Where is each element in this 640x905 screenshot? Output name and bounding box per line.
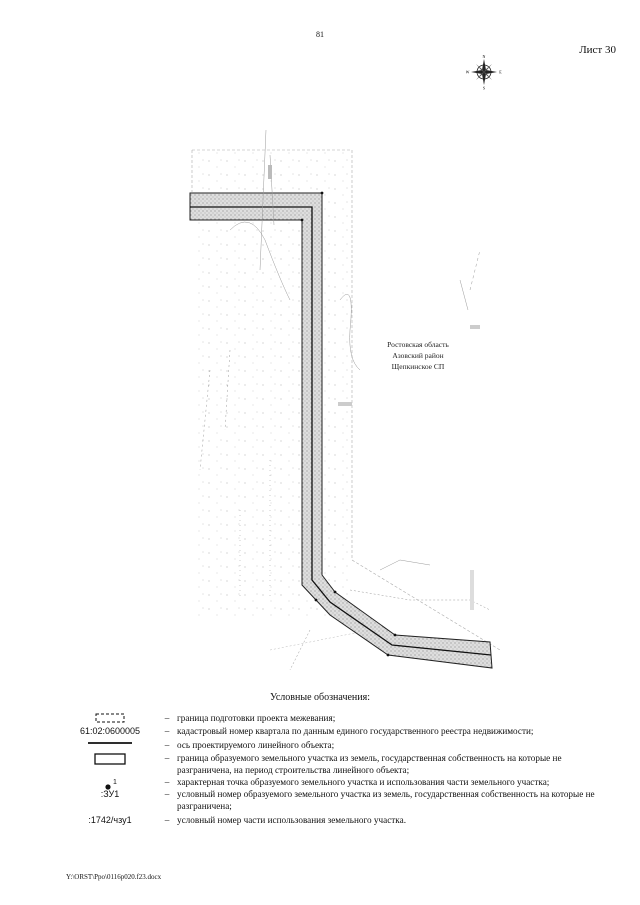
legend-title: Условные обозначения:	[269, 692, 370, 703]
compass-north-label: N	[483, 54, 486, 59]
legend-symbol-point: 1	[60, 777, 160, 792]
legend-description: характерная точка образуемого земельного…	[177, 777, 550, 787]
compass-east-label: E	[499, 70, 502, 75]
compass-west-label: W	[466, 70, 470, 75]
legend-description: граница образуемого земельного участка и…	[177, 753, 562, 775]
footer-file-path: Y:\ORST\Ppo\0116p020.f23.docx	[66, 873, 162, 881]
project-boundary	[191, 149, 501, 651]
cadastral-map: Ростовская область Азовский район Щепкин…	[189, 130, 501, 671]
background-labels	[268, 165, 480, 610]
linear-object-axis	[190, 206, 492, 656]
legend-symbol-cadastral-number: 61:02:0600005	[79, 726, 141, 736]
legend-symbol-part-number: :1742/чзу1	[88, 815, 132, 825]
page-number: 81	[316, 30, 324, 39]
legend-description: кадастровый номер квартала по данным еди…	[177, 726, 534, 736]
legend-description: граница подготовки проекта межевания;	[177, 713, 336, 723]
legend-description: условный номер образуемого земельного уч…	[177, 789, 595, 811]
compass-rose-icon: N S W E	[466, 54, 502, 90]
region-label-line-2: Азовский район	[392, 351, 443, 360]
region-label-line-3: Щепкинское СП	[392, 362, 445, 371]
legend-symbol-thick-line	[60, 740, 160, 754]
characteristic-points	[300, 191, 397, 657]
legend-symbol-solid-rect	[60, 753, 160, 769]
background-features	[199, 130, 491, 671]
legend-description: ось проектируемого линейного объекта;	[177, 740, 335, 750]
land-plot-corridor	[189, 192, 493, 669]
compass-south-label: S	[483, 86, 485, 91]
legend-symbol-plot-number: :ЗУ1	[100, 789, 120, 799]
sheet-label: Лист 30	[579, 44, 616, 56]
legend-symbol-dashed-rect	[60, 713, 160, 727]
region-label-line-1: Ростовская область	[387, 340, 449, 349]
legend-description: условный номер части использования земел…	[177, 815, 406, 825]
